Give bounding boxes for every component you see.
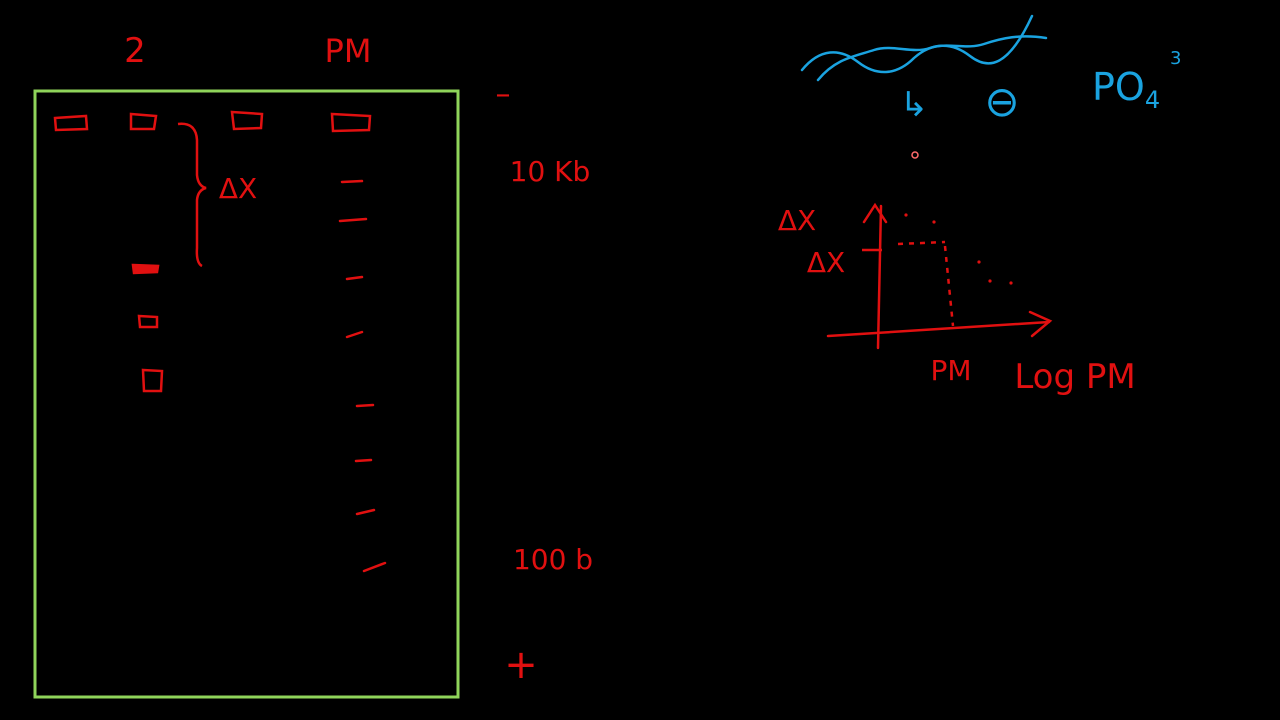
phosphate-superscript: 3 bbox=[1170, 48, 1181, 69]
gel-border bbox=[33, 89, 460, 699]
ladder-band-7 bbox=[355, 508, 376, 516]
ladder-band-5 bbox=[355, 403, 375, 408]
well-1 bbox=[53, 114, 89, 132]
graph-x-axis-label: Log PM bbox=[1014, 357, 1135, 397]
positive-pole: + bbox=[504, 642, 538, 688]
calibration-graph: ΔX ΔX PM Log PM bbox=[778, 202, 1136, 397]
y-axis bbox=[876, 204, 883, 350]
size-label-100b: 100 b bbox=[513, 543, 593, 576]
graph-y-label: ΔX bbox=[778, 204, 816, 237]
ladder-band-4 bbox=[345, 330, 364, 339]
size-label-10kb: 10 Kb bbox=[510, 155, 591, 188]
phosphate-label: PO4 bbox=[1092, 65, 1160, 114]
ladder-band-6 bbox=[354, 458, 373, 463]
band-lane2-b bbox=[137, 314, 159, 329]
graph-axes bbox=[826, 202, 1053, 350]
y-axis-arrowhead bbox=[862, 202, 888, 224]
gel-wells bbox=[53, 110, 372, 133]
data-dot-2 bbox=[932, 220, 936, 224]
vertical-guide bbox=[943, 245, 955, 327]
graph-y-tick-label: ΔX bbox=[807, 246, 845, 279]
graph-data-dots bbox=[904, 213, 1013, 285]
negative-charge-symbol: ⊖ bbox=[984, 77, 1019, 126]
data-dot-4 bbox=[988, 279, 992, 283]
phosphate-subscript: 4 bbox=[1145, 86, 1160, 114]
negative-pole: – bbox=[496, 77, 511, 112]
x-axis-arrowhead bbox=[1028, 310, 1053, 338]
dna-strand-1 bbox=[800, 14, 1034, 74]
data-dot-3 bbox=[977, 260, 981, 264]
gel-box bbox=[33, 89, 460, 699]
well-2 bbox=[129, 112, 158, 131]
lane-label-2: 2 bbox=[124, 31, 146, 71]
phosphate-main: PO bbox=[1092, 65, 1145, 109]
band-lane2-c bbox=[141, 368, 164, 393]
band-lane2-a bbox=[131, 263, 160, 275]
marker-ladder bbox=[338, 179, 387, 573]
cursor-pointer bbox=[911, 151, 919, 159]
x-axis bbox=[826, 320, 1051, 338]
data-dot-5 bbox=[1009, 281, 1013, 285]
ladder-band-1 bbox=[340, 179, 364, 184]
lane-label-pm: PM bbox=[325, 32, 372, 70]
graph-x-tick-label: PM bbox=[930, 354, 971, 387]
well-3 bbox=[230, 110, 264, 131]
ladder-band-8 bbox=[362, 561, 387, 573]
delta-x-bracket bbox=[177, 122, 207, 268]
well-4 bbox=[330, 112, 372, 133]
horizontal-guide bbox=[897, 240, 946, 246]
ladder-band-3 bbox=[345, 275, 364, 281]
dna-strand-2 bbox=[816, 35, 1048, 82]
delta-x-bracket-label: ΔX bbox=[219, 172, 257, 205]
ladder-band-2 bbox=[338, 217, 368, 223]
lane-2-bands bbox=[131, 263, 164, 393]
dna-helix-drawing bbox=[800, 14, 1048, 82]
data-dot-1 bbox=[904, 213, 908, 217]
dna-arrow: ↳ bbox=[900, 85, 929, 125]
graph-guides bbox=[897, 240, 955, 327]
